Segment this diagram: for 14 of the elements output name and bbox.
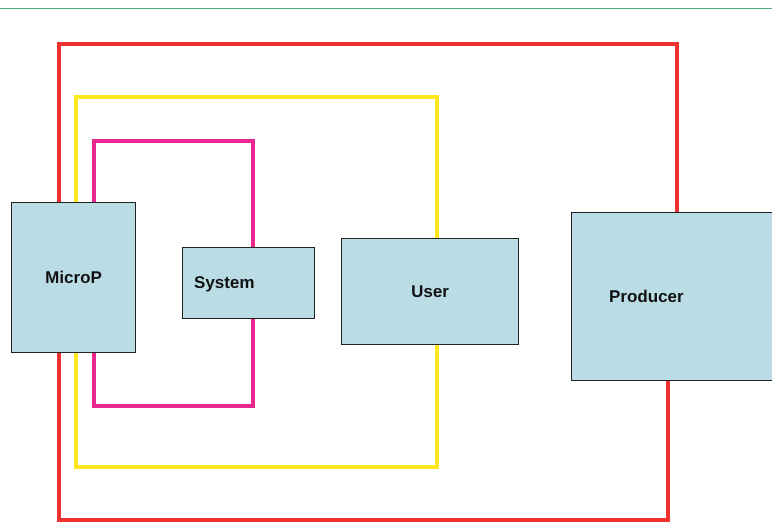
connector-line	[92, 319, 255, 408]
process-box	[571, 212, 772, 381]
connector-line	[57, 42, 679, 212]
process-box	[341, 238, 519, 345]
connector-line	[74, 345, 439, 469]
connector-line	[92, 139, 255, 247]
connector-line	[74, 95, 439, 238]
node-label: Producer	[609, 286, 684, 306]
node-label: MicroP	[45, 268, 102, 288]
node-label: User	[411, 282, 449, 302]
process-box	[182, 247, 315, 319]
node-label: System	[194, 273, 254, 293]
connector-line	[57, 353, 670, 522]
process-box	[11, 202, 136, 353]
